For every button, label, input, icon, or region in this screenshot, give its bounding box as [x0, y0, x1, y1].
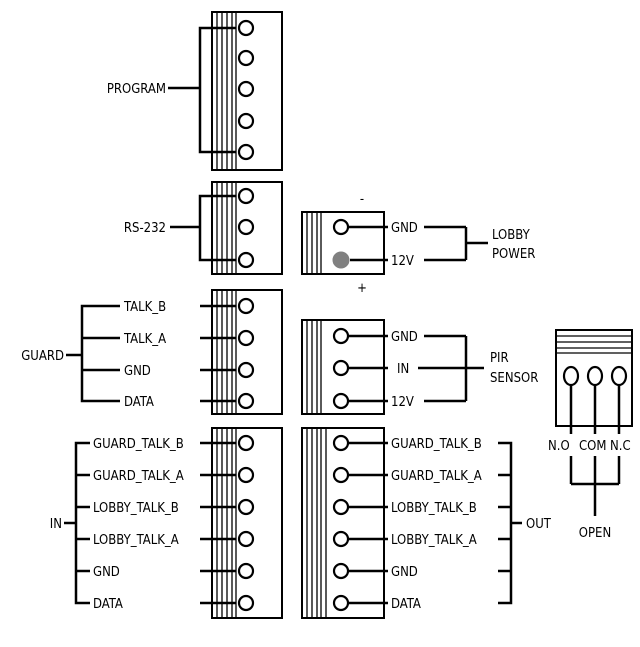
pir-label-1: PIR — [490, 351, 509, 366]
rs232-connector — [170, 181, 283, 275]
out-label: OUT — [526, 517, 552, 532]
guard-connector — [66, 289, 283, 415]
lobby-power-pin-gnd: GND — [391, 221, 418, 236]
relay-pin-com: COM — [579, 439, 606, 454]
pir-pin-12v: 12V — [391, 395, 414, 410]
out-pin-gnd: GND — [391, 565, 418, 580]
in-connector — [64, 427, 283, 619]
relay-pin-no: N.O — [548, 439, 570, 454]
guard-pin-data: DATA — [124, 395, 154, 410]
program-connector — [168, 11, 283, 171]
guard-label: GUARD — [21, 349, 64, 364]
program-label: PROGRAM — [107, 82, 166, 97]
lobby-power-connector — [301, 211, 488, 275]
lobby-power-plus: + — [357, 281, 367, 296]
pir-connector — [301, 319, 484, 415]
pir-pin-in: IN — [397, 362, 409, 377]
relay-connector — [555, 329, 633, 516]
in-pin-guard-talk-a: GUARD_TALK_A — [93, 469, 184, 484]
lobby-power-label-1: LOBBY — [492, 228, 531, 243]
in-pin-guard-talk-b: GUARD_TALK_B — [93, 437, 184, 452]
out-connector — [301, 427, 522, 619]
out-pin-guard-talk-b: GUARD_TALK_B — [391, 437, 482, 452]
relay-open-label: OPEN — [579, 526, 611, 541]
lobby-power-pin-12v: 12V — [391, 254, 414, 269]
in-label: IN — [50, 517, 62, 532]
lobby-power-minus: - — [360, 192, 364, 207]
in-pin-gnd: GND — [93, 565, 120, 580]
in-pin-lobby-talk-b: LOBBY_TALK_B — [93, 501, 179, 516]
out-pin-data: DATA — [391, 597, 421, 612]
in-pin-lobby-talk-a: LOBBY_TALK_A — [93, 533, 179, 548]
out-pin-lobby-talk-a: LOBBY_TALK_A — [391, 533, 477, 548]
guard-pin-talk-a: TALK_A — [123, 332, 166, 347]
in-pin-data: DATA — [93, 597, 123, 612]
lobby-power-label-2: POWER — [492, 247, 535, 262]
out-pin-guard-talk-a: GUARD_TALK_A — [391, 469, 482, 484]
pir-pin-gnd: GND — [391, 330, 418, 345]
pir-label-2: SENSOR — [490, 371, 538, 386]
out-pin-lobby-talk-b: LOBBY_TALK_B — [391, 501, 477, 516]
relay-pin-nc: N.C — [610, 439, 631, 454]
rs232-label: RS-232 — [124, 221, 166, 236]
guard-pin-gnd: GND — [124, 364, 151, 379]
guard-pin-talk-b: TALK_B — [123, 300, 166, 315]
